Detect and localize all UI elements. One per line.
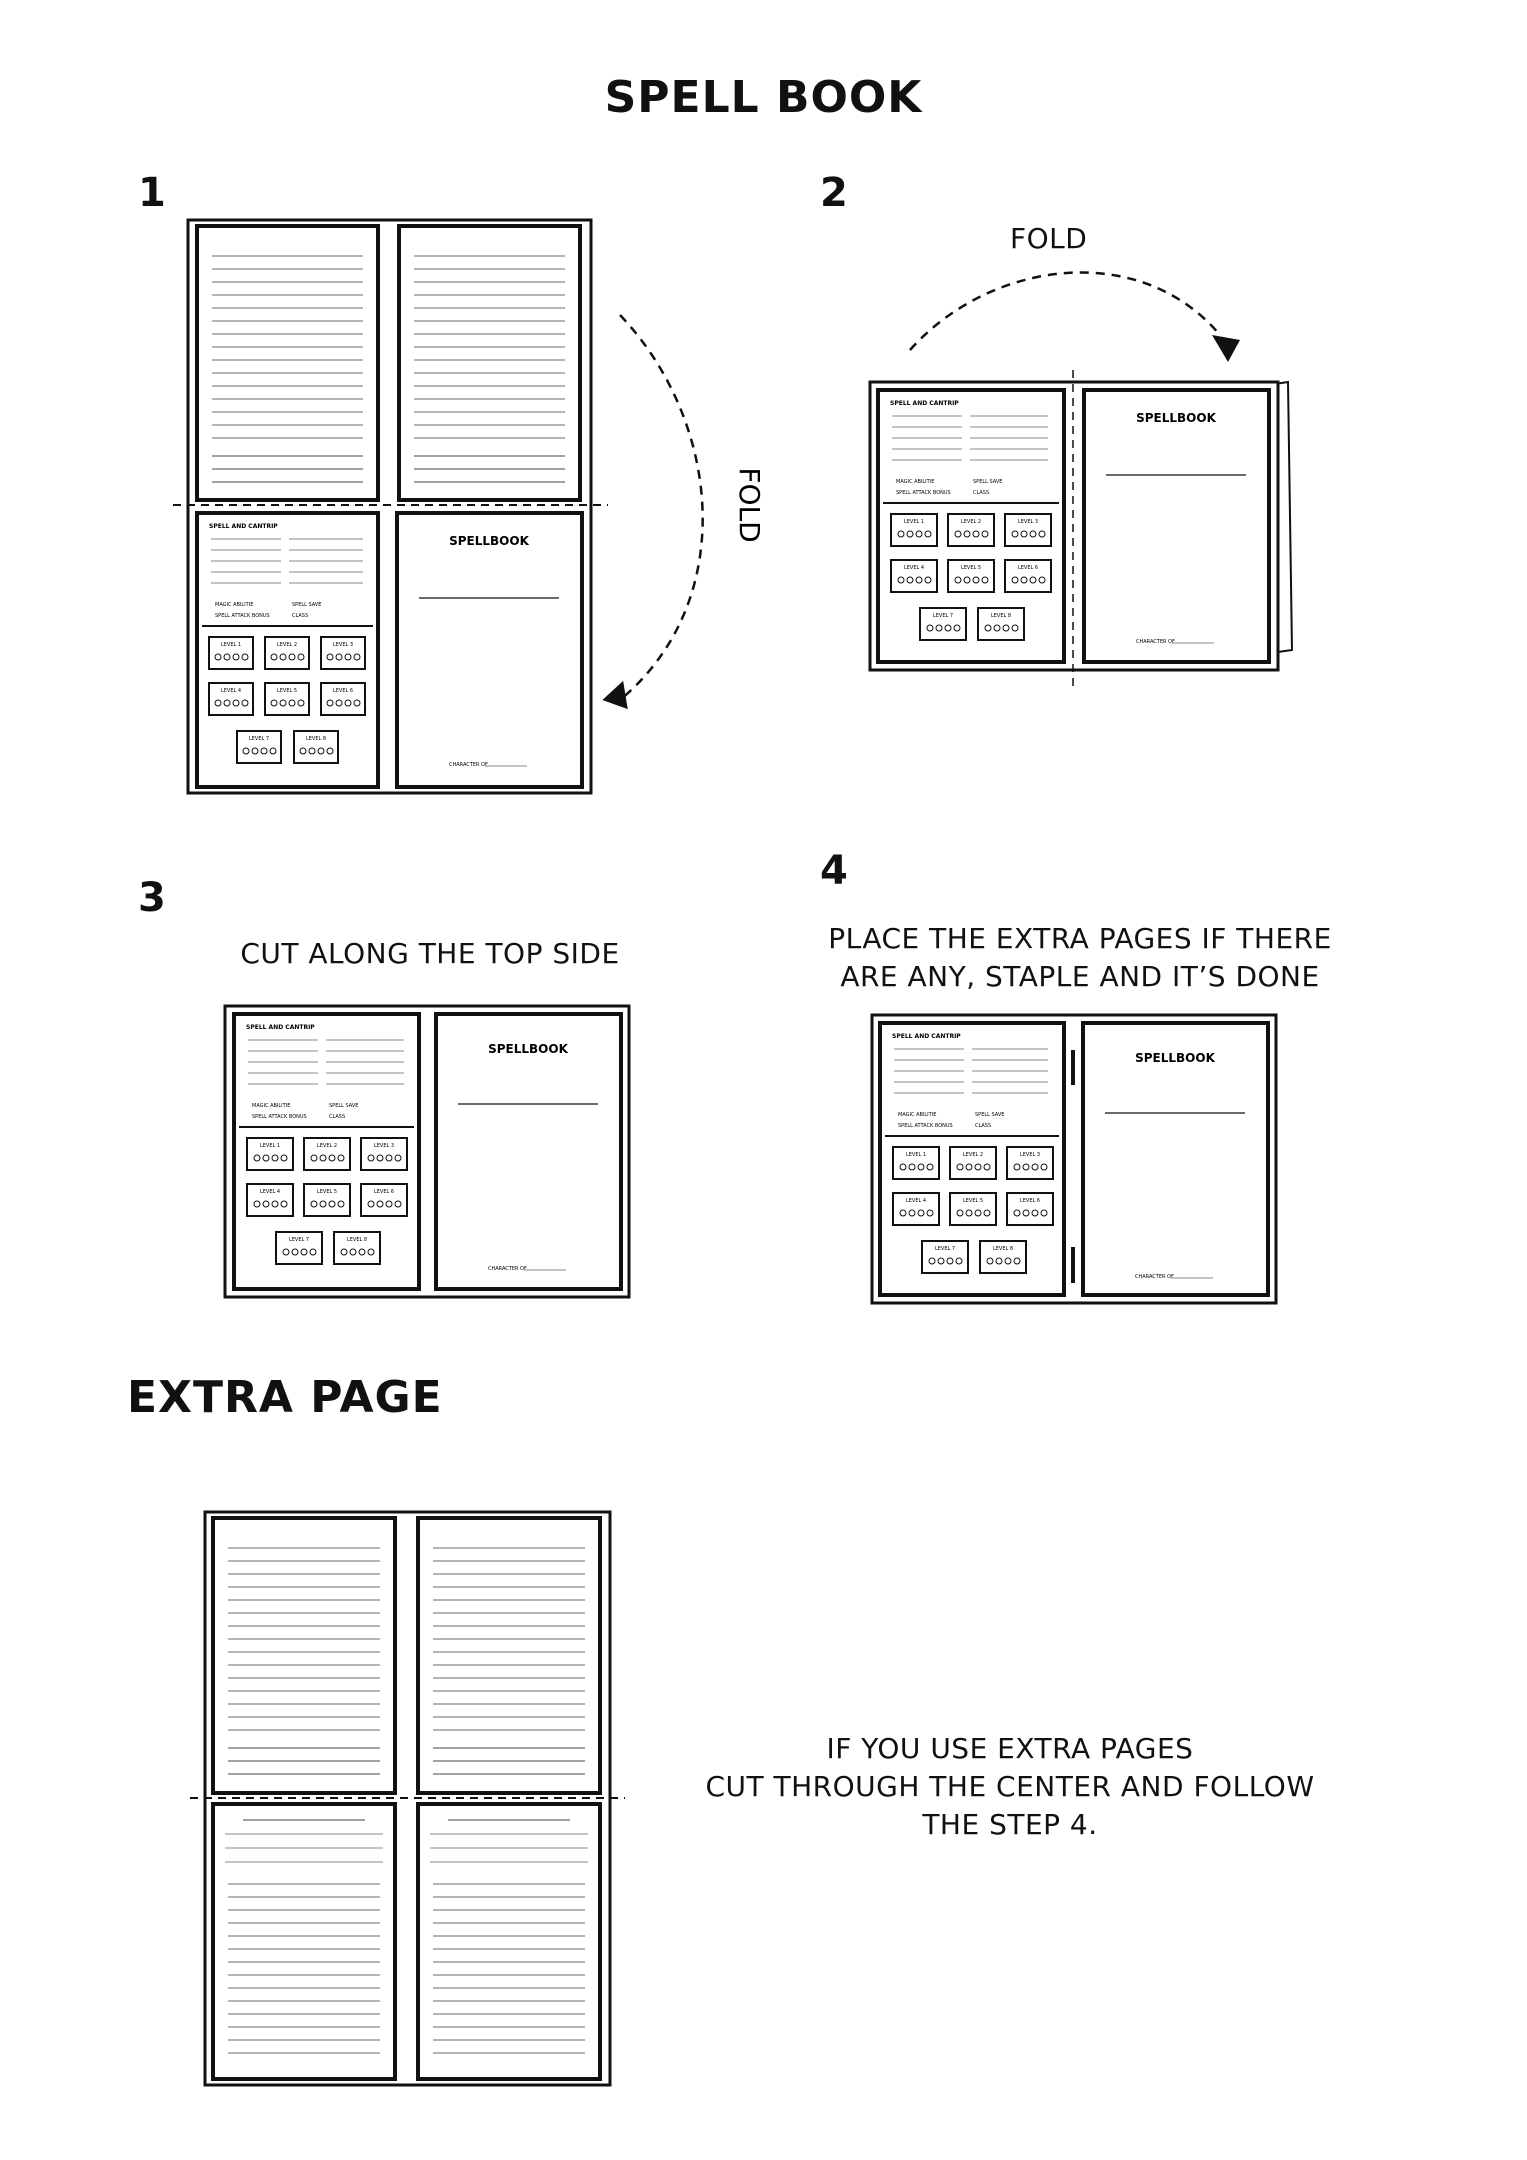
step-1-arrow-head [602,680,628,710]
extra-page-note: IF YOU USE EXTRA PAGES CUT THROUGH THE C… [680,1730,1340,1844]
svg-text:CHARACTER OF: CHARACTER OF [488,1266,527,1272]
svg-text:LEVEL 5: LEVEL 5 [317,1189,337,1195]
svg-text:LEVEL 6: LEVEL 6 [333,688,353,694]
svg-text:LEVEL 3: LEVEL 3 [1020,1152,1040,1158]
step-3-number: 3 [138,875,166,921]
svg-text:LEVEL 7: LEVEL 7 [935,1246,955,1252]
svg-text:CLASS: CLASS [292,613,308,619]
svg-text:SPELL AND CANTRIP: SPELL AND CANTRIP [209,523,278,530]
svg-text:CLASS: CLASS [975,1123,991,1129]
svg-text:CLASS: CLASS [973,490,989,496]
svg-text:SPELLBOOK: SPELLBOOK [1136,411,1216,425]
svg-text:LEVEL 1: LEVEL 1 [221,642,241,648]
svg-text:LEVEL 5: LEVEL 5 [277,688,297,694]
svg-text:LEVEL 7: LEVEL 7 [249,736,269,742]
svg-text:LEVEL 7: LEVEL 7 [289,1237,309,1243]
svg-text:LEVEL 8: LEVEL 8 [991,613,1011,619]
svg-text:LEVEL 4: LEVEL 4 [904,565,924,571]
svg-text:LEVEL 5: LEVEL 5 [961,565,981,571]
step-4-number: 4 [820,848,848,894]
svg-text:SPELL SAVE: SPELL SAVE [292,602,321,608]
step-4-caption-line-1: PLACE THE EXTRA PAGES IF THERE [828,922,1332,955]
svg-text:LEVEL 3: LEVEL 3 [374,1143,394,1149]
step-2-fold-arrow [909,271,1221,351]
svg-text:CHARACTER OF: CHARACTER OF [1135,1274,1174,1280]
svg-text:LEVEL 6: LEVEL 6 [1020,1198,1040,1204]
svg-text:LEVEL 2: LEVEL 2 [961,519,981,525]
step-1-fold-arrow [619,314,704,701]
svg-text:SPELL SAVE: SPELL SAVE [973,479,1002,485]
extra-page-title: EXTRA PAGE [127,1372,443,1423]
svg-text:MAGIC ABILITIE: MAGIC ABILITIE [896,479,934,485]
svg-text:SPELL AND CANTRIP: SPELL AND CANTRIP [892,1033,961,1040]
extra-note-line-1: IF YOU USE EXTRA PAGES [826,1732,1194,1765]
extra-note-line-2: CUT THROUGH THE CENTER AND FOLLOW [705,1770,1315,1803]
svg-text:SPELL ATTACK BONUS: SPELL ATTACK BONUS [215,613,270,619]
svg-text:SPELL SAVE: SPELL SAVE [975,1112,1004,1118]
svg-text:LEVEL 8: LEVEL 8 [993,1246,1013,1252]
step-1-fold-label: FOLD [733,467,766,542]
svg-text:SPELLBOOK: SPELLBOOK [449,534,529,548]
svg-text:LEVEL 6: LEVEL 6 [374,1189,394,1195]
svg-text:LEVEL 6: LEVEL 6 [1018,565,1038,571]
step-4-caption-line-2: ARE ANY, STAPLE AND IT’S DONE [840,960,1320,993]
svg-text:LEVEL 2: LEVEL 2 [317,1143,337,1149]
step-1-number: 1 [138,170,166,216]
svg-text:LEVEL 4: LEVEL 4 [260,1189,280,1195]
svg-text:LEVEL 2: LEVEL 2 [963,1152,983,1158]
svg-text:LEVEL 8: LEVEL 8 [347,1237,367,1243]
svg-text:MAGIC ABILITIE: MAGIC ABILITIE [252,1103,290,1109]
svg-text:CHARACTER OF: CHARACTER OF [449,762,488,768]
step-2-number: 2 [820,170,848,216]
svg-text:MAGIC ABILITIE: MAGIC ABILITIE [898,1112,936,1118]
svg-text:LEVEL 1: LEVEL 1 [904,519,924,525]
extra-note-line-3: THE STEP 4. [922,1808,1098,1841]
step-4-caption: PLACE THE EXTRA PAGES IF THERE ARE ANY, … [780,920,1380,996]
svg-text:LEVEL 4: LEVEL 4 [906,1198,926,1204]
svg-text:CLASS: CLASS [329,1114,345,1120]
svg-text:SPELL SAVE: SPELL SAVE [329,1103,358,1109]
svg-text:SPELL ATTACK BONUS: SPELL ATTACK BONUS [896,490,951,496]
step-3-booklet: SPELL AND CANTRIP MAGIC ABILITIE SPELL S… [223,1004,631,1299]
svg-text:SPELL ATTACK BONUS: SPELL ATTACK BONUS [252,1114,307,1120]
svg-text:SPELLBOOK: SPELLBOOK [1135,1051,1215,1065]
step-3-caption: CUT ALONG THE TOP SIDE [240,937,620,970]
svg-text:LEVEL 1: LEVEL 1 [260,1143,280,1149]
svg-text:LEVEL 1: LEVEL 1 [906,1152,926,1158]
svg-text:LEVEL 7: LEVEL 7 [933,613,953,619]
svg-text:LEVEL 4: LEVEL 4 [221,688,241,694]
svg-text:MAGIC ABILITIE: MAGIC ABILITIE [215,602,253,608]
svg-text:LEVEL 8: LEVEL 8 [306,736,326,742]
svg-text:LEVEL 3: LEVEL 3 [333,642,353,648]
svg-text:LEVEL 2: LEVEL 2 [277,642,297,648]
svg-text:LEVEL 5: LEVEL 5 [963,1198,983,1204]
step-1-sheet: SPELL AND CANTRIP MAGIC ABILITIE SPELL S… [173,218,608,795]
step-2-arrow-head [1212,335,1240,362]
svg-text:SPELLBOOK: SPELLBOOK [488,1042,568,1056]
step-2-folded-sheet: SPELL AND CANTRIP MAGIC ABILITIE SPELL S… [868,370,1294,687]
step-4-booklet: SPELL AND CANTRIP MAGIC ABILITIE SPELL S… [870,1013,1278,1305]
svg-text:CHARACTER OF: CHARACTER OF [1136,639,1175,645]
extra-page-sheet [190,1510,625,2087]
svg-text:SPELL ATTACK BONUS: SPELL ATTACK BONUS [898,1123,953,1129]
svg-text:LEVEL 3: LEVEL 3 [1018,519,1038,525]
step-2-fold-label: FOLD [1010,222,1088,255]
svg-text:SPELL AND CANTRIP: SPELL AND CANTRIP [890,400,959,407]
svg-text:SPELL AND CANTRIP: SPELL AND CANTRIP [246,1024,315,1031]
page-title: SPELL BOOK [604,72,923,123]
